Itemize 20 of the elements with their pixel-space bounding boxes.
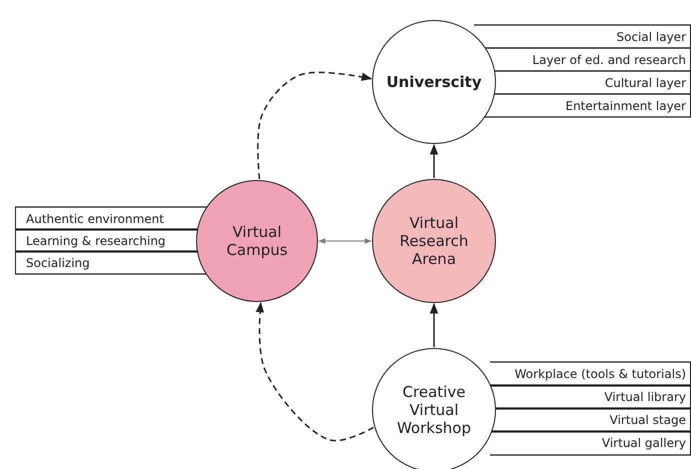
node-label: Virtual library	[604, 390, 686, 404]
arrow	[430, 144, 438, 178]
arrow	[430, 302, 438, 347]
node-label: Cultural layer	[604, 76, 686, 90]
node-label: Socializing	[26, 256, 90, 270]
node-label: Learning & researching	[26, 234, 166, 248]
node-label: Virtual stage	[610, 413, 686, 427]
node-label: Universcity	[386, 73, 482, 91]
node-label: Social layer	[616, 30, 686, 44]
node-label: Entertainment layer	[565, 98, 686, 112]
arrow	[256, 302, 374, 442]
node-label: Virtual Research Arena	[398, 214, 470, 268]
node-label: Layer of ed. and research	[532, 52, 686, 66]
node-label: Virtual Campus	[225, 223, 289, 259]
arrow	[318, 238, 372, 244]
node-label: Virtual gallery	[602, 436, 686, 450]
node-label: Workplace (tools & tutorials)	[514, 367, 686, 381]
arrow	[257, 72, 372, 180]
node-label: Authentic environment	[26, 212, 164, 226]
node-label: Creative Virtual Workshop	[396, 383, 472, 437]
